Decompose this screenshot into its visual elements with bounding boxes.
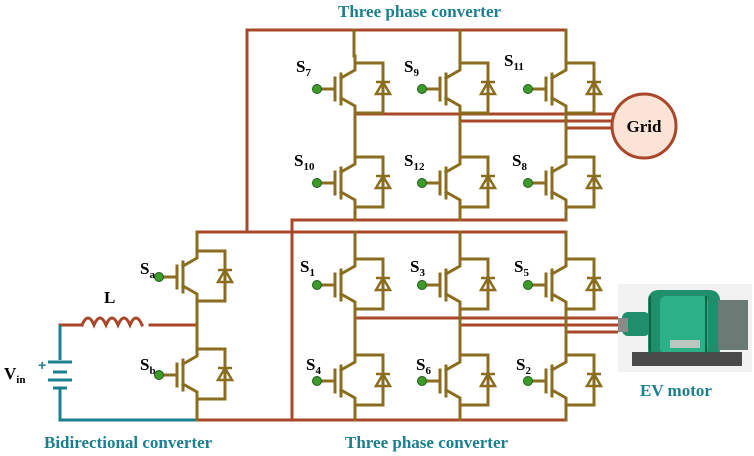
label-s7: S7 bbox=[296, 57, 311, 79]
label-s10: S10 bbox=[294, 151, 315, 173]
ev-motor-label: EV motor bbox=[640, 381, 712, 400]
bottom-converter bbox=[311, 230, 603, 422]
battery-vin: + Vin bbox=[4, 325, 197, 422]
switch-s5 bbox=[522, 250, 603, 318]
grid-source: Grid bbox=[610, 92, 678, 160]
switch-s10 bbox=[311, 148, 392, 216]
label-s8: S8 bbox=[512, 151, 527, 173]
title-top-converter: Three phase converter bbox=[338, 2, 501, 21]
switch-s12 bbox=[416, 148, 497, 216]
switch-sa bbox=[153, 242, 234, 310]
label-sa: Sa bbox=[140, 259, 155, 281]
grid-label: Grid bbox=[627, 117, 662, 136]
title-bidirectional-converter: Bidirectional converter bbox=[44, 433, 213, 452]
switch-s8 bbox=[522, 148, 603, 216]
switch-s7 bbox=[311, 54, 392, 122]
inductor-label: L bbox=[104, 288, 115, 307]
dc-bus-wires bbox=[58, 28, 620, 422]
top-converter bbox=[311, 28, 603, 222]
label-s3: S3 bbox=[410, 257, 425, 279]
title-bottom-converter: Three phase converter bbox=[345, 433, 508, 452]
label-sb: Sb bbox=[140, 355, 156, 377]
label-s11: S11 bbox=[504, 51, 524, 73]
label-s5: S5 bbox=[514, 257, 529, 279]
ev-motor-image bbox=[618, 284, 752, 372]
switch-s6 bbox=[416, 346, 497, 414]
label-s4: S4 bbox=[306, 355, 321, 377]
switch-s2 bbox=[522, 346, 603, 414]
svg-text:+: + bbox=[38, 357, 46, 373]
inductor: L bbox=[80, 288, 144, 329]
label-s9: S9 bbox=[404, 57, 419, 79]
switch-s11 bbox=[522, 54, 603, 122]
vin-label: Vin bbox=[4, 364, 25, 386]
switch-s3 bbox=[416, 250, 497, 318]
label-s2: S2 bbox=[516, 355, 531, 377]
switch-s4 bbox=[311, 346, 392, 414]
switch-s9 bbox=[416, 54, 497, 122]
bidirectional-converter bbox=[153, 230, 234, 422]
label-s12: S12 bbox=[404, 151, 425, 173]
label-s6: S6 bbox=[416, 355, 431, 377]
label-s1: S1 bbox=[300, 257, 315, 279]
switch-sb bbox=[153, 340, 234, 408]
switch-labels: S7 S9 S11 S10 S12 S8 Sa Sb S1 S3 S5 S4 S… bbox=[140, 51, 531, 377]
switch-s1 bbox=[311, 250, 392, 318]
